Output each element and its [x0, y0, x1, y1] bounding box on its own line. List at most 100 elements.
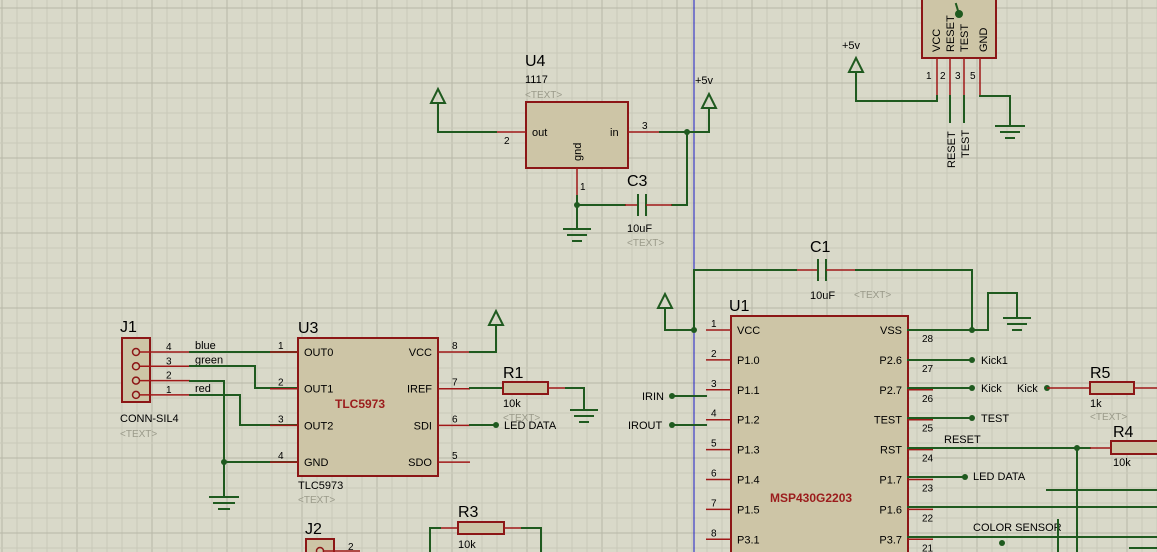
pin-label: P1.1: [737, 385, 760, 397]
u4-text-placeholder: <TEXT>: [525, 90, 562, 101]
pin-number: 3: [278, 414, 284, 425]
power-terminal: [429, 86, 447, 104]
pin-number: 27: [922, 364, 934, 375]
net-label-kick: Kick: [1017, 383, 1038, 395]
pin-number: 1: [711, 319, 717, 330]
r1-ref: R1: [503, 365, 524, 382]
pin-number: 24: [922, 454, 934, 465]
pin-number: 21: [922, 543, 934, 552]
pin-number: 2: [711, 349, 717, 360]
r3-value: 10k: [458, 539, 476, 551]
r5-text-placeholder: <TEXT>: [1090, 412, 1127, 423]
j2-body: [305, 538, 335, 552]
net-label-plus5v: +5v: [842, 40, 861, 52]
u4-wiring: +5v: [429, 75, 718, 242]
pin-label: IREF: [407, 384, 432, 396]
r3-resistor[interactable]: R3 10k: [429, 504, 542, 552]
pin-number: 7: [452, 378, 458, 389]
pin-label: VCC: [737, 325, 760, 337]
pin-label: GND: [304, 457, 329, 469]
net-label-led-data: LED DATA: [504, 420, 557, 432]
pin-label: P1.5: [737, 504, 760, 516]
net-label-reset: RESET: [944, 434, 981, 446]
u3-wiring: LED DATA: [469, 308, 557, 432]
u3-ref: U3: [298, 320, 319, 337]
header-body: [921, 0, 997, 59]
net-label-led-data: LED DATA: [973, 471, 1026, 483]
c3-capacitor[interactable]: C3 10uF <TEXT>: [625, 173, 672, 249]
pin-label: TEST: [874, 415, 902, 427]
header-wiring: +5v RESET TEST: [842, 40, 1025, 168]
pin-label: VCC: [409, 347, 432, 359]
j1-pin-contact: [131, 362, 141, 371]
u3-value: TLC5973: [298, 480, 343, 492]
u4-ref: U4: [525, 53, 546, 70]
r1-text-placeholder: <TEXT>: [503, 413, 540, 424]
pin-number: 28: [922, 334, 934, 345]
j1-text-placeholder: <TEXT>: [120, 429, 157, 440]
pin-number: 4: [278, 451, 284, 462]
header-pin-number: 5: [970, 71, 976, 82]
r5-ref: R5: [1090, 365, 1111, 382]
c3-value: 10uF: [627, 223, 652, 235]
r4-resistor[interactable]: R4 10k: [1090, 424, 1157, 469]
pin-number: 7: [711, 498, 717, 509]
u4-value: 1117: [525, 74, 548, 86]
power-terminal: [487, 308, 505, 326]
c3-ref: C3: [627, 173, 648, 190]
j1-pin-number: 3: [166, 356, 172, 367]
u4-pin-in: in: [610, 127, 619, 139]
net-label-irout: IROUT: [628, 420, 663, 432]
j1-pin-contact: [131, 390, 141, 400]
pin-label: P1.6: [879, 504, 902, 516]
pin-label: P1.7: [879, 475, 902, 487]
c1-capacitor[interactable]: C1 10uF <TEXT>: [796, 239, 891, 302]
pin-label: P3.1: [737, 534, 760, 546]
u4-pin-number: 3: [642, 121, 648, 132]
pin-label: P1.2: [737, 415, 760, 427]
header-pin-label: VCC: [931, 29, 943, 52]
header-pin-number: 3: [955, 71, 961, 82]
pin-number: 6: [711, 469, 717, 480]
u4-pin-number: 1: [580, 182, 586, 193]
u1-body: [730, 315, 909, 552]
net-label-kick1: Kick1: [981, 355, 1008, 367]
pin-label: OUT2: [304, 420, 333, 432]
u1-wiring: Kick1 Kick TEST RESET LED DATA COLOR SEN…: [628, 329, 1157, 552]
r5-value: 1k: [1090, 398, 1102, 410]
j1-ref: J1: [120, 319, 137, 336]
r5-resistor[interactable]: Kick R5 1k <TEXT>: [1017, 365, 1157, 423]
pin-label: OUT0: [304, 347, 333, 359]
pin-number: 8: [711, 528, 717, 539]
power-terminal: [656, 291, 674, 309]
pin-label: SDO: [408, 457, 432, 469]
header-pin-label: RESET: [945, 15, 957, 52]
u4-regulator[interactable]: U4 1117 <TEXT> out in gnd 2 3 1: [496, 53, 660, 196]
u1-microcontroller[interactable]: U1 MSP430G2203 VCC1P1.02P1.13P1.24P1.35P…: [706, 298, 934, 552]
net-label-kick: Kick: [981, 383, 1002, 395]
power-terminal: [700, 91, 718, 109]
j2-connector[interactable]: J2 2: [305, 521, 360, 552]
u4-pin-number: 2: [504, 136, 510, 147]
pin-label: OUT1: [304, 384, 333, 396]
r1-resistor[interactable]: R1 10k <TEXT>: [502, 365, 598, 424]
net-label-irin: IRIN: [642, 391, 664, 403]
j1-net-label: red: [195, 383, 211, 395]
pin-label: VSS: [880, 325, 902, 337]
u3-text-placeholder: <TEXT>: [298, 495, 335, 506]
r3-ref: R3: [458, 504, 479, 521]
j1-pin-number: 2: [166, 371, 172, 382]
u3-part-number: TLC5973: [335, 397, 385, 411]
u1-part-number: MSP430G2203: [770, 491, 852, 505]
programming-header[interactable]: VCC RESET TEST GND 1 2 3 5: [921, 0, 997, 96]
pin-number: 4: [711, 409, 717, 420]
pin-label: P1.3: [737, 445, 760, 457]
net-label-test: TEST: [960, 130, 972, 158]
